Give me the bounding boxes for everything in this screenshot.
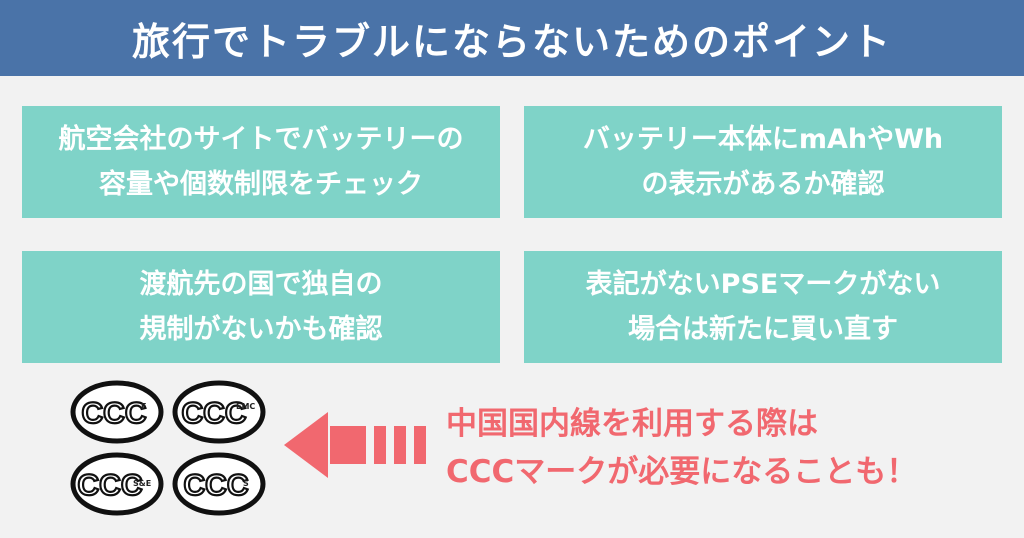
ccc-mark-text: CCC xyxy=(182,397,247,430)
ccc-mark-suffix: S&E xyxy=(133,479,152,488)
tip-card-line-1: 渡航先の国で独自の xyxy=(139,269,383,300)
ccc-mark-suffix: S xyxy=(243,479,249,488)
tip-card-pse-mark: 表記がないPSEマークがない 場合は新たに買い直す xyxy=(524,251,1002,363)
ccc-mark-suffix: EMC xyxy=(236,402,256,411)
ccc-notice: 中国国内線を利用する際は CCCマークが必要になることも！ xyxy=(446,400,1006,496)
notice-line-2: CCCマークが必要になることも！ xyxy=(446,454,918,490)
page-title: 旅行でトラブルにならないためのポイント xyxy=(131,19,892,64)
tip-card-line-2: 容量や個数制限をチェック xyxy=(99,169,423,200)
tip-card-destination-rules: 渡航先の国で独自の 規制がないかも確認 xyxy=(22,251,500,363)
left-arrow-icon xyxy=(284,412,444,478)
tip-card-line-1: 表記がないPSEマークがない xyxy=(585,269,941,300)
ccc-mark-text: CCC xyxy=(184,469,249,502)
notice-line-1: 中国国内線を利用する際は xyxy=(446,406,818,442)
tip-card-line-2: 場合は新たに買い直す xyxy=(628,314,898,345)
tip-card-line-2: の表示があるか確認 xyxy=(641,169,885,200)
ccc-mark-text: CCC xyxy=(82,397,147,430)
tip-card-line-1: バッテリー本体にmAhやWh xyxy=(582,124,944,155)
ccc-mark-s-icon: CCC S xyxy=(172,452,266,516)
ccc-mark-suffix: F xyxy=(141,402,147,411)
ccc-mark-group: CCC F CCC EMC CCC S&E CCC S xyxy=(70,380,270,520)
header-banner: 旅行でトラブルにならないためのポイント xyxy=(0,0,1024,76)
ccc-mark-text: CCC xyxy=(78,469,143,502)
ccc-mark-f-icon: CCC F xyxy=(70,380,164,444)
ccc-mark-emc-icon: CCC EMC xyxy=(172,380,266,444)
tip-card-line-2: 規制がないかも確認 xyxy=(139,314,383,345)
ccc-mark-se-icon: CCC S&E xyxy=(70,452,164,516)
tip-card-airline-check: 航空会社のサイトでバッテリーの 容量や個数制限をチェック xyxy=(22,106,500,218)
tip-card-line-1: 航空会社のサイトでバッテリーの xyxy=(58,124,464,155)
tip-card-battery-label: バッテリー本体にmAhやWh の表示があるか確認 xyxy=(524,106,1002,218)
